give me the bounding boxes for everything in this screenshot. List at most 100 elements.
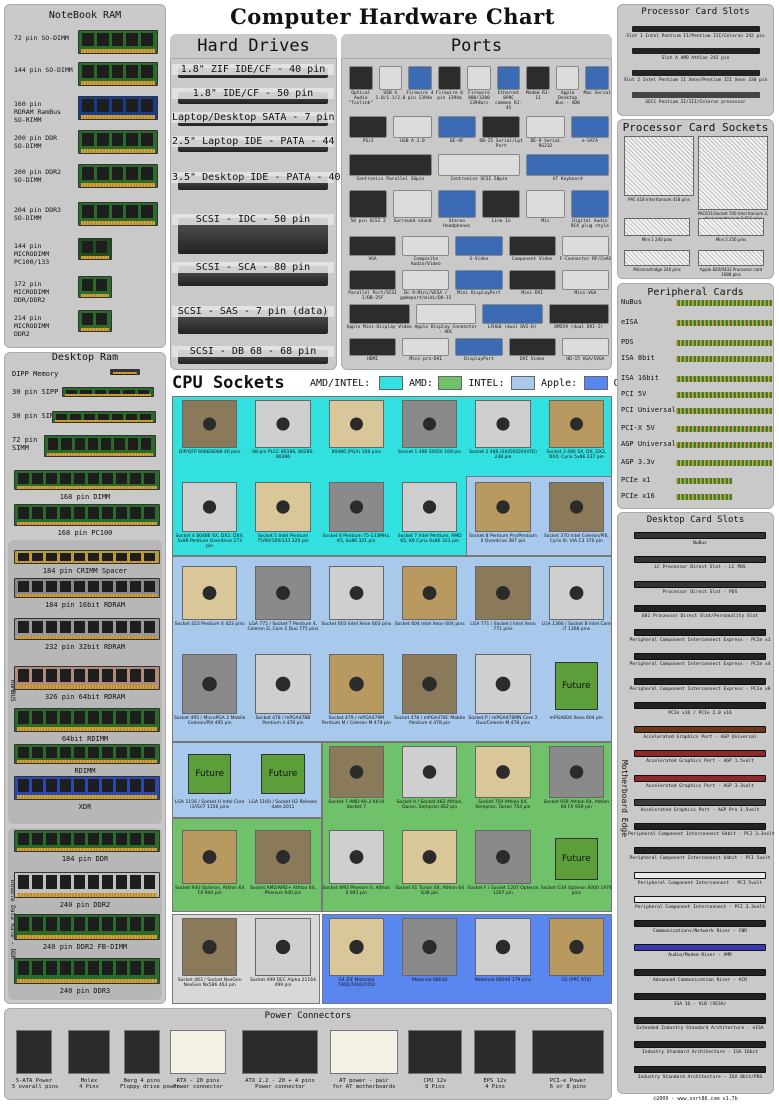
desktop-ram-label: 240 pin DDR2: [59, 901, 111, 909]
processor-card-socket-label: PAC 418 Intel Itanium 418 pins: [628, 197, 690, 202]
desktop-card-slot-label: PCIe x16 / PCIe 2.0 x16: [668, 710, 732, 716]
memory-chip: [102, 917, 113, 932]
gold-contacts: [81, 293, 109, 297]
memory-chip: [82, 133, 94, 147]
peripheral-card-label: PCI-X 5V: [621, 424, 655, 432]
memory-chip: [96, 241, 107, 254]
notebook-ram-label: 204 pin DDR3 SO-DIMM: [14, 206, 61, 222]
memory-chip: [60, 621, 71, 634]
memory-chip: [88, 581, 99, 592]
port-connector: [455, 236, 503, 256]
port-connector: [508, 338, 556, 356]
desktop-ram-module: [14, 618, 160, 640]
processor-card-socket-image: [698, 218, 764, 236]
port-label: Firewire 800/3200 1394b/c: [468, 91, 490, 106]
cpu-socket-label: DIP/QFP 8086/8088 40 pins: [178, 450, 241, 455]
port-connector: [349, 190, 388, 218]
port-connector: [526, 116, 565, 138]
gold-contacts: [17, 847, 157, 851]
memory-chip: [74, 875, 85, 890]
desktop-ram-label: 30 pin SIPP: [12, 388, 59, 396]
memory-chip: [70, 414, 81, 421]
desktop-card-slot-label: Communications/Network Riser - CNR: [652, 929, 748, 935]
memory-chip: [74, 473, 85, 484]
desktop-card-slot-label: Peripheral Component Interconnect Expres…: [629, 686, 771, 692]
port-label: PS/2: [362, 139, 374, 144]
desktop-card-slot-label: Peripheral Component Interconnect 64bit …: [628, 832, 775, 838]
cpu-socket-image: [182, 482, 238, 532]
cpu-socket-label: 68-pin PLCC 80186, 80286, 80386: [252, 450, 314, 460]
port-label: HDMI: [367, 357, 379, 362]
memory-chip: [46, 961, 57, 976]
processor-card-socket-image: [624, 136, 694, 196]
memory-chip: [102, 553, 113, 561]
memory-chip: [88, 779, 99, 793]
memory-chip: [48, 438, 59, 451]
processor-card-socket-image: [698, 250, 764, 266]
memory-chip: [116, 553, 127, 561]
memory-chip: [130, 747, 141, 758]
port-connector: [455, 270, 503, 290]
memory-chip: [116, 779, 127, 793]
drive-label: SCSI - SAS - 7 pin (data): [172, 306, 334, 317]
desktop-card-slot: [634, 992, 766, 1000]
cpu-socket-label: G5 (PPC 970): [561, 978, 592, 983]
memory-chip: [88, 621, 99, 634]
desktop-card-slot-label: Accelerated Graphics Port - AGP 1.5volt: [646, 759, 754, 765]
processor-card-socket-image: [698, 136, 768, 210]
desktop-ram-label: 64bit RDIMM: [61, 735, 109, 743]
port-label: Mac Serial: [583, 91, 611, 96]
power-connector-label: CPU 12v 8 Pins: [423, 1078, 447, 1090]
cpu-socket-label: Socket 463 / Socket NexGen NexGen Nx586 …: [177, 978, 242, 988]
memory-chip: [60, 507, 71, 520]
power-connectors-title: Power Connectors: [264, 1011, 352, 1021]
cpu-socket-image: [402, 566, 458, 620]
cpu-socket-image: [475, 830, 531, 884]
cpu-socket-image: [328, 482, 384, 532]
port-connector: [378, 66, 403, 90]
processor-card-slot: [632, 70, 760, 76]
cpu-socket-label: Socket AM2/AM2+ Athlon 64, Phenom 940 pi…: [250, 886, 316, 896]
port-connector: [526, 154, 609, 176]
legend-label: INTEL:: [468, 378, 505, 389]
desktop-card-slot: [634, 968, 766, 976]
memory-chip: [74, 438, 85, 451]
cpu-socket-label: Socket AM3 Phenom II, Athlon II 941 pin: [322, 886, 391, 896]
memory-chip: [102, 779, 113, 793]
power-connector-label: ATX 2.2 - 20 + 4 pins Power connector: [245, 1078, 315, 1090]
cpu-socket-image: [402, 654, 458, 714]
processor-card-slots-title: Processor Card Slots: [641, 7, 750, 17]
port-label: Component Video: [511, 257, 553, 262]
notebook-ram-module: [78, 62, 158, 86]
port-connector: [393, 116, 432, 138]
port-label: DVI Video: [519, 357, 545, 362]
notebook-ram-label: 160 pin RDRAM RamBus SO-RIMM: [14, 100, 61, 124]
memory-chip: [46, 779, 57, 793]
memory-chip: [56, 414, 67, 421]
cpu-socket-image: [548, 918, 604, 976]
notebook-ram-label: 214 pin MICRODIMM DDR2: [14, 314, 50, 338]
desktop-card-slot: [634, 726, 766, 734]
port-label: Modem RJ-11: [525, 91, 551, 101]
port-label: Stereo Headphones: [443, 219, 471, 229]
memory-chip: [88, 747, 99, 758]
desktop-card-slots-title: Desktop Card Slots: [646, 515, 745, 525]
memory-chip: [74, 621, 85, 634]
notebook-ram-label: 144 pin MICRODIMM PC100/133: [14, 242, 50, 266]
drive-label: Laptop/Desktop SATA - 7 pin: [172, 112, 335, 123]
cpu-sockets-title: CPU Sockets: [172, 373, 285, 393]
drive-label: SCSI - DB 68 - 68 pin: [172, 346, 334, 357]
cpu-socket-label: Socket 5 Intel Pentium 75/90/100/133 320…: [257, 534, 309, 544]
memory-chip: [60, 669, 71, 683]
cpu-socket-label: LGA 775 / Socket T Pentium 4, Celeron D,…: [247, 622, 319, 632]
memory-chip: [144, 669, 155, 683]
memory-chip: [60, 875, 71, 890]
peripheral-card-edge: [676, 376, 772, 382]
memory-chip: [32, 747, 43, 758]
peripheral-card-label: PCIe x16: [621, 492, 655, 500]
desktop-ram-module: [44, 435, 156, 457]
processor-card-socket-label: Mini 1 240 pins: [641, 237, 673, 242]
memory-chip: [88, 833, 99, 846]
cpu-socket-image: [255, 566, 311, 620]
cpu-socket-label: Socket 479 / mPGA479M Pentium M / Celero…: [321, 716, 391, 726]
